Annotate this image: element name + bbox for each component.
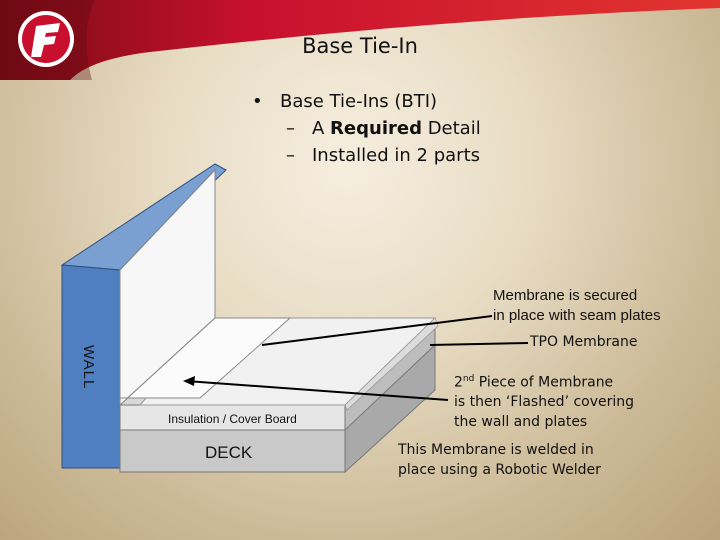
welded-callout-line1: This Membrane is welded in [398,442,594,458]
welded-callout-line2: place using a Robotic Welder [398,462,601,478]
wall-label-text: WALL [80,345,97,390]
second-piece-arrowhead [183,376,195,386]
sub-bullet-prefix: A [312,118,331,139]
bullet-list: • Base Tie-Ins (BTI) – A Required Detail… [250,88,481,169]
sub-bullet-parts: – Installed in 2 parts [250,142,481,169]
sub-bullet-text: Installed in 2 parts [312,145,481,166]
second-piece-arrow [185,380,449,401]
welded-callout: This Membrane is welded in place using a… [398,440,601,480]
seam-plate-strip [119,317,292,407]
second-piece-callout: 2nd Piece of Membrane is then ‘Flashed’ … [454,370,634,432]
sub-bullet-dash: – [286,118,295,139]
sub-bullet-required: – A Required Detail [250,115,481,142]
second-piece-callout-line3: the wall and plates [454,413,588,430]
tpo-membrane-arrow [429,342,529,346]
seam-plates-arrow [261,315,493,346]
tpo-membrane-callout: TPO Membrane [530,334,638,350]
deck-label: DECK [205,443,253,462]
bullet-item: • Base Tie-Ins (BTI) [250,88,481,115]
insulation-label: Insulation / Cover Board [168,412,297,426]
tpo-membrane-edge [344,317,439,411]
sub-bullet-dash: – [286,145,295,166]
header-swoosh [0,0,720,80]
second-piece-callout-line2: is then ‘Flashed’ covering [454,394,635,411]
second-piece-rest: Piece of Membrane [474,374,614,391]
firestone-logo-icon [18,11,74,67]
bullet-text: Base Tie-Ins (BTI) [280,91,438,112]
sub-bullet-suffix: Detail [421,118,481,139]
second-piece-callout-line1: 2nd Piece of Membrane [454,370,634,393]
wall-label: WALL [77,345,101,397]
sub-bullet-bold: Required [330,118,422,139]
second-piece-num: 2 [454,374,463,391]
seam-plates-callout-line1: Membrane is secured [493,287,638,304]
bullet-dot: • [252,91,263,112]
seam-plates-callout-line2: in place with seam plates [493,307,661,324]
slide-title: Base Tie-In [302,34,418,58]
second-piece-sup: nd [462,374,475,384]
seam-plates-callout: Membrane is secured in place with seam p… [493,286,661,326]
